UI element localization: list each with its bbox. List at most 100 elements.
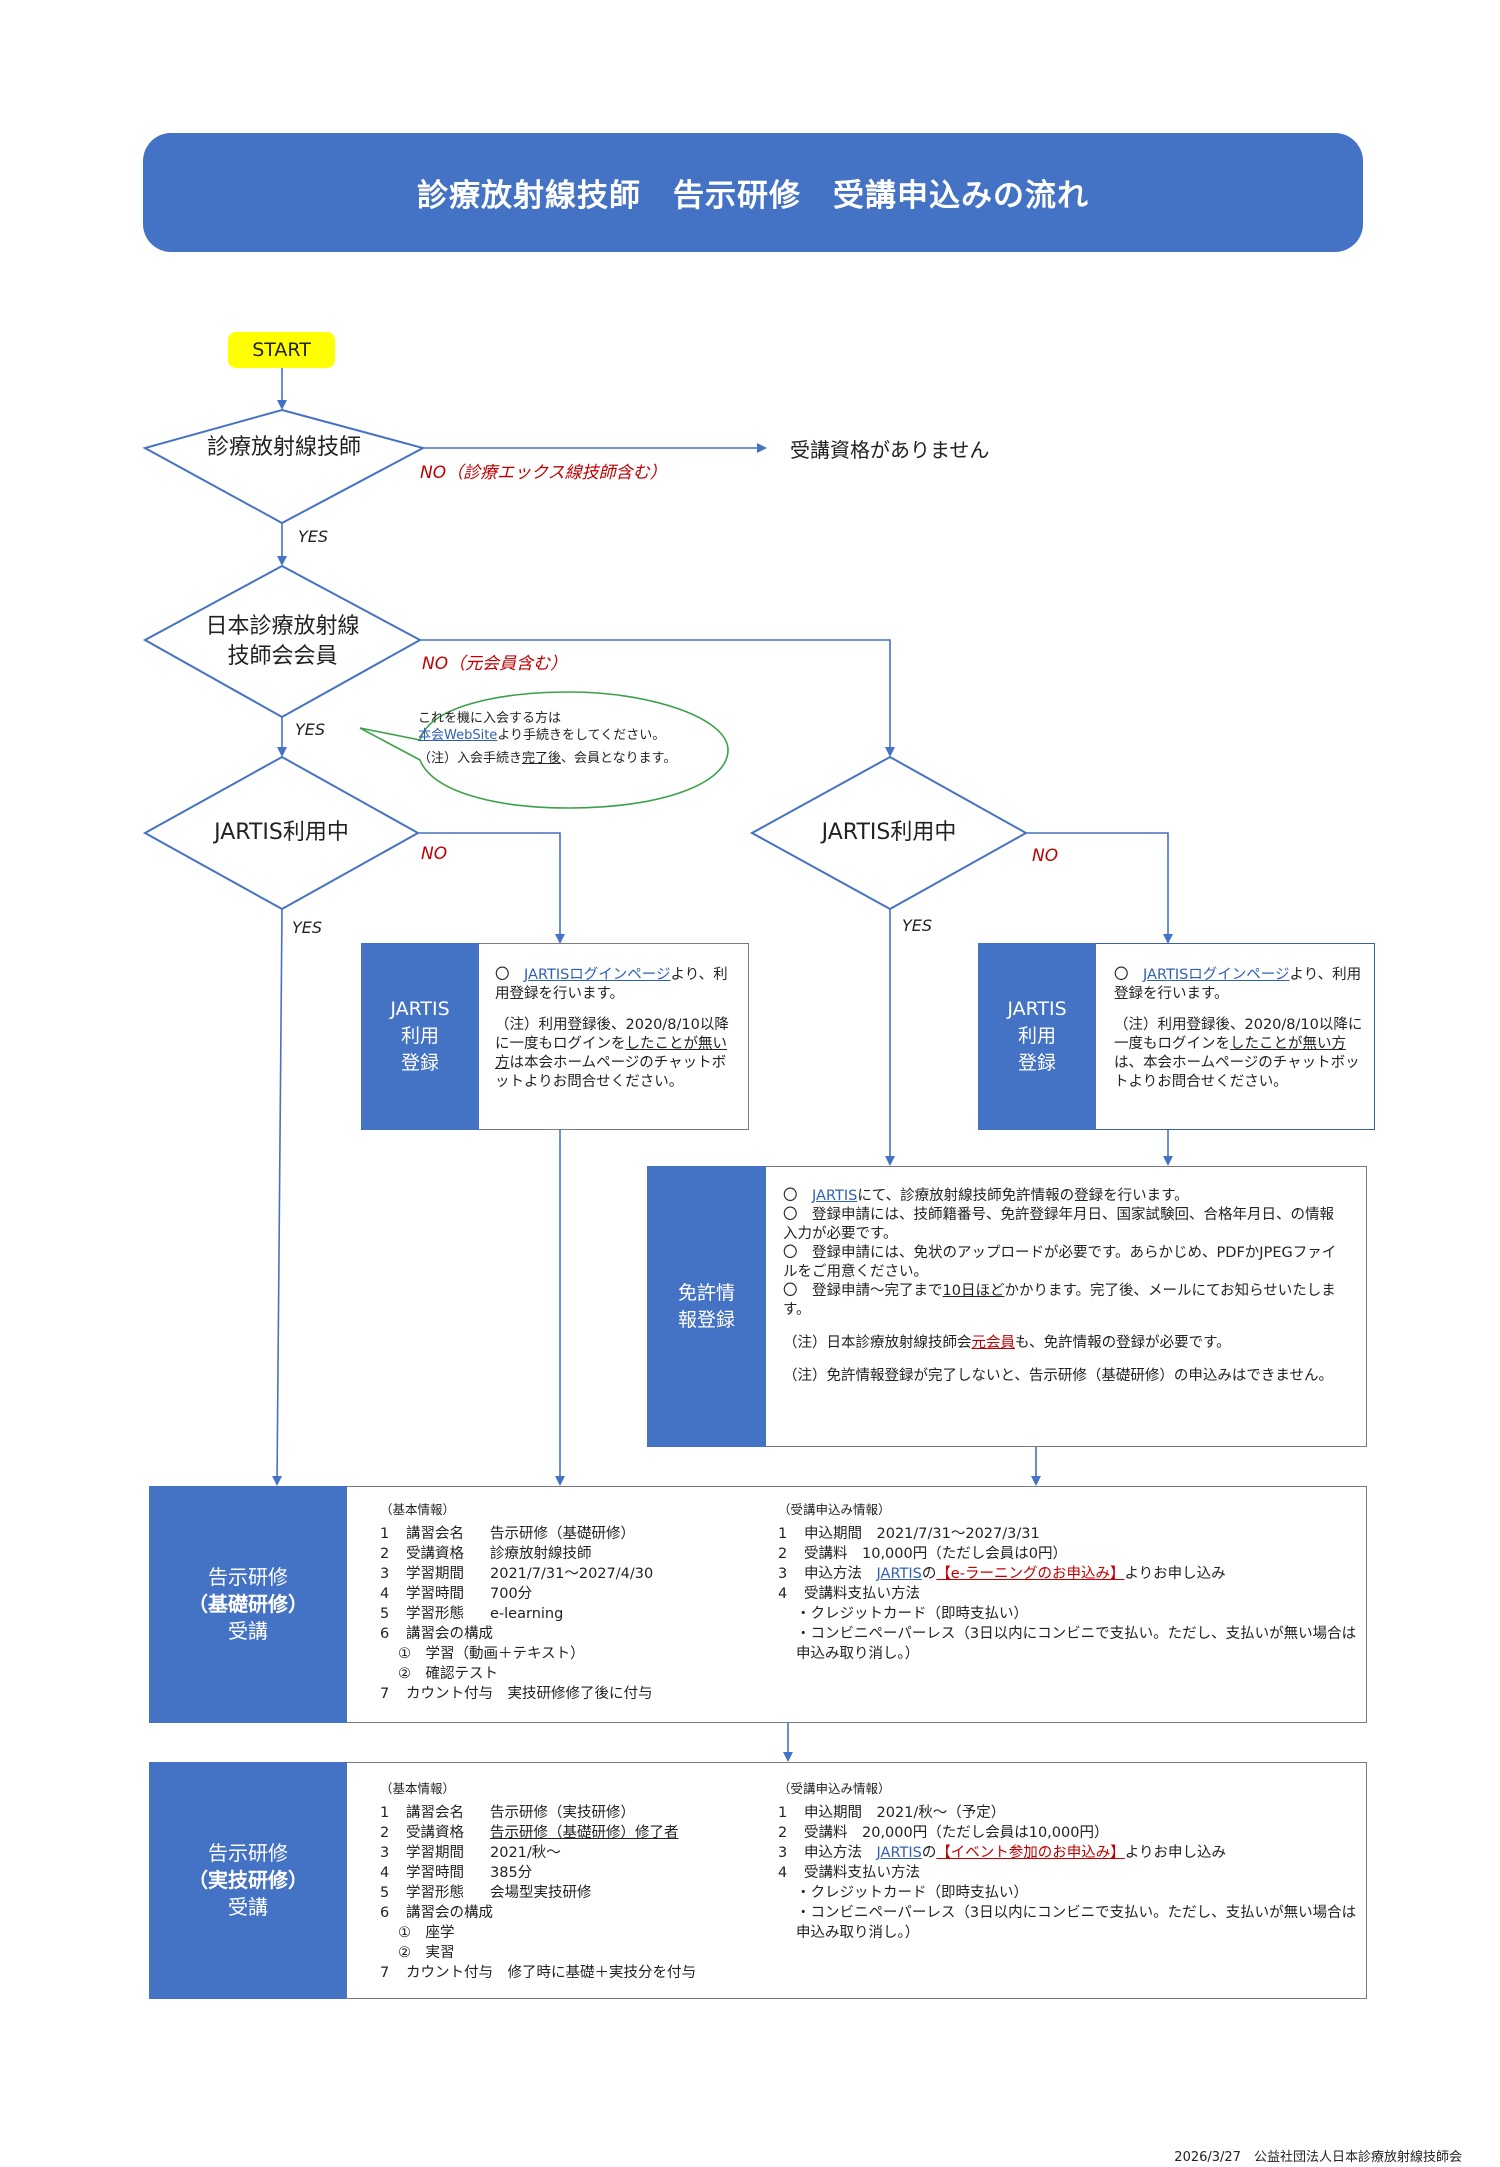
info-key: 受講資格 — [406, 1825, 464, 1841]
info-num: 2 — [778, 1546, 788, 1562]
side-text: 登録 — [1017, 1052, 1056, 1074]
no-eligibility-text: 受講資格がありません — [790, 438, 990, 462]
bullet: 〇 — [783, 1283, 798, 1299]
payment-method: ・クレジットカード（即時支払い） — [796, 1885, 1028, 1901]
side-text: （基礎研修） — [188, 1592, 308, 1616]
jartis-note-b: は、本会ホームページのチャットボットよりお問合せください。 — [1114, 1055, 1360, 1090]
info-row: 7 カウント付与 実技研修修了後に付与 — [380, 1684, 770, 1704]
jartis-login-link-right[interactable]: JARTISログインページ — [1143, 967, 1290, 983]
info-key: 講習会名 — [406, 1526, 464, 1542]
callout-note-ul: 完了後 — [522, 751, 562, 766]
callout-shape — [359, 691, 729, 809]
practical-training-side: 告示研修 （実技研修） 受講 — [149, 1762, 347, 1999]
diamond-3-label: JARTIS利用中 — [214, 820, 349, 845]
basic-training-side: 告示研修 （基礎研修） 受講 — [149, 1486, 347, 1723]
event-apply-link[interactable]: 【イベント参加のお申込み】 — [936, 1845, 1125, 1861]
side-text: 利用 — [1017, 1025, 1056, 1047]
info-value: 告示研修（実技研修） — [490, 1805, 635, 1821]
bullet: 〇 — [783, 1207, 798, 1223]
info-key: 学習時間 — [406, 1586, 464, 1602]
license-note-1-red: 元会員 — [971, 1335, 1016, 1351]
info-value: 受講料 20,000円（ただし会員は10,000円） — [804, 1825, 1109, 1841]
info-value: カウント付与 修了時に基礎＋実技分を付与 — [406, 1965, 696, 1981]
info-key: 学習形態 — [406, 1606, 464, 1622]
license-note-1b: も、免許情報の登録が必要です。 — [1015, 1335, 1231, 1351]
footer: 2026/3/27 公益社団法人日本診療放射線技師会 — [1174, 2146, 1462, 2165]
application-info-heading: （受講申込み情報） — [778, 1781, 891, 1796]
license-step-4-ul: 10日ほど — [942, 1283, 1005, 1299]
jartis-note-a: （注）利用登録後、2020/8/10以降に一度もログインを — [495, 1017, 729, 1052]
practical-jartis-link[interactable]: JARTIS — [876, 1845, 922, 1861]
info-row: 2 受講料 20,000円（ただし会員は10,000円） — [778, 1823, 1358, 1843]
bullet: 〇 — [1114, 967, 1129, 983]
license-jartis-link[interactable]: JARTIS — [812, 1188, 858, 1204]
start-terminal: START — [228, 332, 335, 368]
license-step-1: にて、診療放射線技師免許情報の登録を行います。 — [857, 1188, 1189, 1204]
callout-note-a: （注）入会手続き — [418, 751, 523, 766]
info-value: 受講料支払い方法 — [804, 1865, 920, 1881]
jartis-registration-instruction: より、利用登録を行います。 — [495, 967, 728, 1002]
info-value: 受講料 10,000円（ただし会員は0円） — [804, 1546, 1067, 1562]
info-value: 2021/秋～ — [490, 1845, 561, 1861]
info-key: 学習期間 — [406, 1845, 464, 1861]
jartis-note-a: （注）利用登録後、2020/8/10以降に一度もログインを — [1114, 1017, 1363, 1052]
jartis-registration-text-left: 〇 JARTISログインページより、利用登録を行います。 （注）利用登録後、20… — [495, 966, 740, 1104]
info-value: 申込方法 — [804, 1845, 877, 1861]
basic-info-heading: （基本情報） — [380, 1502, 456, 1517]
elearning-apply-link[interactable]: 【e-ラーニングのお申込み】 — [936, 1566, 1125, 1582]
info-key: 学習時間 — [406, 1865, 464, 1881]
diamond-1-label: 診療放射線技師 — [206, 435, 361, 460]
side-text: （実技研修） — [188, 1868, 308, 1892]
license-step-4b: かかります。完了後、メールにてお知らせいたします。 — [783, 1283, 1336, 1318]
info-value: 申込方法 — [804, 1566, 877, 1582]
info-num: 1 — [778, 1526, 788, 1542]
info-value: よりお申し込み — [1124, 1566, 1226, 1582]
diamond-1-yes-label: YES — [298, 527, 329, 546]
info-sub-item: ① 学習（動画＋テキスト） — [398, 1646, 585, 1662]
info-value: の — [921, 1845, 937, 1861]
info-num: 6 — [380, 1626, 390, 1642]
basic-jartis-link[interactable]: JARTIS — [876, 1566, 922, 1582]
practical-training-box — [149, 1762, 1367, 1999]
info-num: 3 — [380, 1845, 390, 1861]
info-value: よりお申し込み — [1124, 1845, 1227, 1861]
info-value: 受講料支払い方法 — [804, 1586, 920, 1602]
info-value: 診療放射線技師 — [490, 1546, 592, 1562]
membership-website-link[interactable]: 本会WebSite — [418, 728, 498, 743]
info-value: 告示研修（基礎研修）修了者 — [490, 1825, 679, 1841]
diamond-4-yes-label: YES — [902, 916, 933, 935]
bullet: 〇 — [783, 1188, 798, 1204]
info-key: 講習会の構成 — [406, 1905, 493, 1921]
side-text: 告示研修 — [208, 1841, 288, 1865]
info-sub-item: ② 確認テスト — [398, 1666, 498, 1682]
info-num: 7 — [380, 1686, 390, 1702]
jartis-note-ul: したことが無い方 — [1230, 1036, 1346, 1052]
side-text: 受講 — [228, 1619, 268, 1643]
jartis-registration-side-right: JARTIS 利用 登録 — [978, 943, 1096, 1130]
license-note-2: （注）免許情報登録が完了しないと、告示研修（基礎研修）の申込みはできません。 — [783, 1368, 1333, 1384]
info-value: カウント付与 実技研修修了後に付与 — [406, 1686, 653, 1702]
info-num: 3 — [778, 1566, 788, 1582]
jartis-registration-side-left: JARTIS 利用 登録 — [361, 943, 479, 1130]
info-value: 申込期間 2021/秋～（予定） — [804, 1805, 1006, 1821]
info-key: 学習形態 — [406, 1885, 464, 1901]
bullet: 〇 — [495, 967, 510, 983]
jartis-login-link-left[interactable]: JARTISログインページ — [524, 967, 671, 983]
info-num: 2 — [778, 1825, 788, 1841]
info-value: 告示研修（基礎研修） — [490, 1526, 635, 1542]
info-num: 7 — [380, 1965, 390, 1981]
side-text: 利用 — [400, 1025, 439, 1047]
